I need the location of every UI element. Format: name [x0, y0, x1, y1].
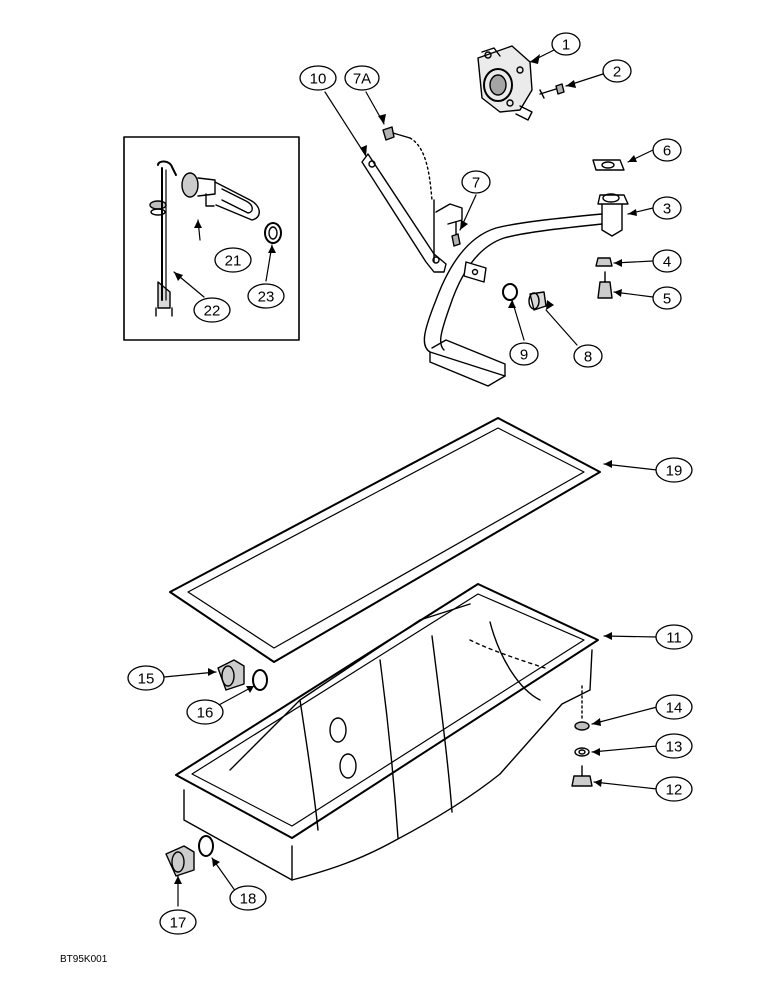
callout-circle-23: [247, 283, 285, 309]
callout-label-22: 22: [204, 303, 221, 320]
callout-label-23: 23: [258, 289, 275, 306]
callout-circle-17: [159, 909, 197, 935]
callout-label-10: 10: [310, 71, 327, 88]
callout-label-5: 5: [663, 291, 671, 308]
callout-label-3: 3: [663, 201, 671, 218]
callout-circle-11: [655, 624, 693, 650]
oil-pan-gasket-part: [169, 417, 601, 663]
callout-label-18: 18: [240, 891, 257, 908]
callout-circle-7a: [344, 65, 380, 91]
dipstick-inset-box: [123, 136, 300, 341]
callout-label-14: 14: [666, 700, 683, 717]
dipstick-part: [181, 172, 260, 221]
callout-label-7a: 7A: [353, 71, 371, 88]
callout-label-12: 12: [666, 782, 683, 799]
callout-circle-4: [652, 249, 682, 273]
callout-label-6: 6: [663, 143, 671, 160]
tube-bolt-5-part: [597, 271, 613, 299]
callout-circle-19: [655, 457, 693, 483]
callout-circle-5: [652, 286, 682, 310]
dipstick-tube-part: [149, 160, 177, 317]
callout-circle-7: [461, 170, 491, 194]
callout-circle-2: [602, 59, 632, 83]
callout-circle-12: [655, 776, 693, 802]
callout-circle-22: [193, 297, 231, 323]
callout-circle-3: [652, 196, 682, 220]
document-code: BT95K001: [60, 954, 108, 965]
tube-nut-4-part: [595, 257, 613, 267]
seal-washer-part: [264, 222, 282, 244]
drain-plug-15-part: [217, 659, 245, 691]
tube-clamp-nut-part: [528, 291, 547, 311]
pump-mounting-bolt-part: [539, 83, 565, 99]
bolt-12-part: [571, 685, 593, 787]
callout-label-19: 19: [666, 463, 683, 480]
bracket-bolt-7a-part: [382, 126, 433, 201]
callout-label-21: 21: [225, 253, 242, 270]
callout-label-11: 11: [666, 630, 682, 647]
callout-label-13: 13: [666, 739, 683, 756]
callout-label-17: 17: [170, 915, 187, 932]
oil-pan-part: [175, 583, 599, 881]
callout-circle-15: [127, 665, 165, 691]
callout-circle-6: [652, 138, 682, 162]
callout-circle-10: [299, 65, 337, 91]
callout-circle-13: [655, 733, 693, 759]
callout-label-15: 15: [138, 671, 155, 688]
callout-label-1: 1: [562, 37, 570, 54]
callout-label-9: 9: [520, 347, 528, 364]
seal-ring-16-part: [252, 669, 268, 691]
oil-pump-part: [477, 45, 533, 121]
callout-circles: [127, 32, 693, 935]
bracket-bolt-7-part: [451, 221, 461, 247]
callout-circle-21: [214, 247, 252, 273]
seal-ring-18-part: [198, 835, 214, 857]
callout-label-4: 4: [663, 254, 671, 271]
callout-label-16: 16: [197, 705, 214, 722]
callout-circle-8: [573, 344, 603, 368]
callout-label-8: 8: [584, 349, 592, 366]
flange-gasket-part: [592, 159, 625, 171]
callout-circle-9: [509, 342, 539, 366]
washer-13-part: [574, 747, 590, 757]
leader-arrowheads: [174, 54, 637, 884]
callout-label-7: 7: [472, 175, 480, 192]
callout-circle-14: [655, 694, 693, 720]
oil-pickup-tube-part: [423, 193, 629, 387]
callout-circle-18: [229, 885, 267, 911]
washer-14-part: [574, 721, 590, 731]
callout-label-2: 2: [613, 64, 621, 81]
callout-circle-16: [186, 699, 224, 725]
support-bracket-part: [361, 153, 463, 273]
tube-washer-part: [502, 283, 518, 301]
drain-plug-17-part: [165, 845, 195, 877]
callout-circle-1: [551, 32, 581, 56]
